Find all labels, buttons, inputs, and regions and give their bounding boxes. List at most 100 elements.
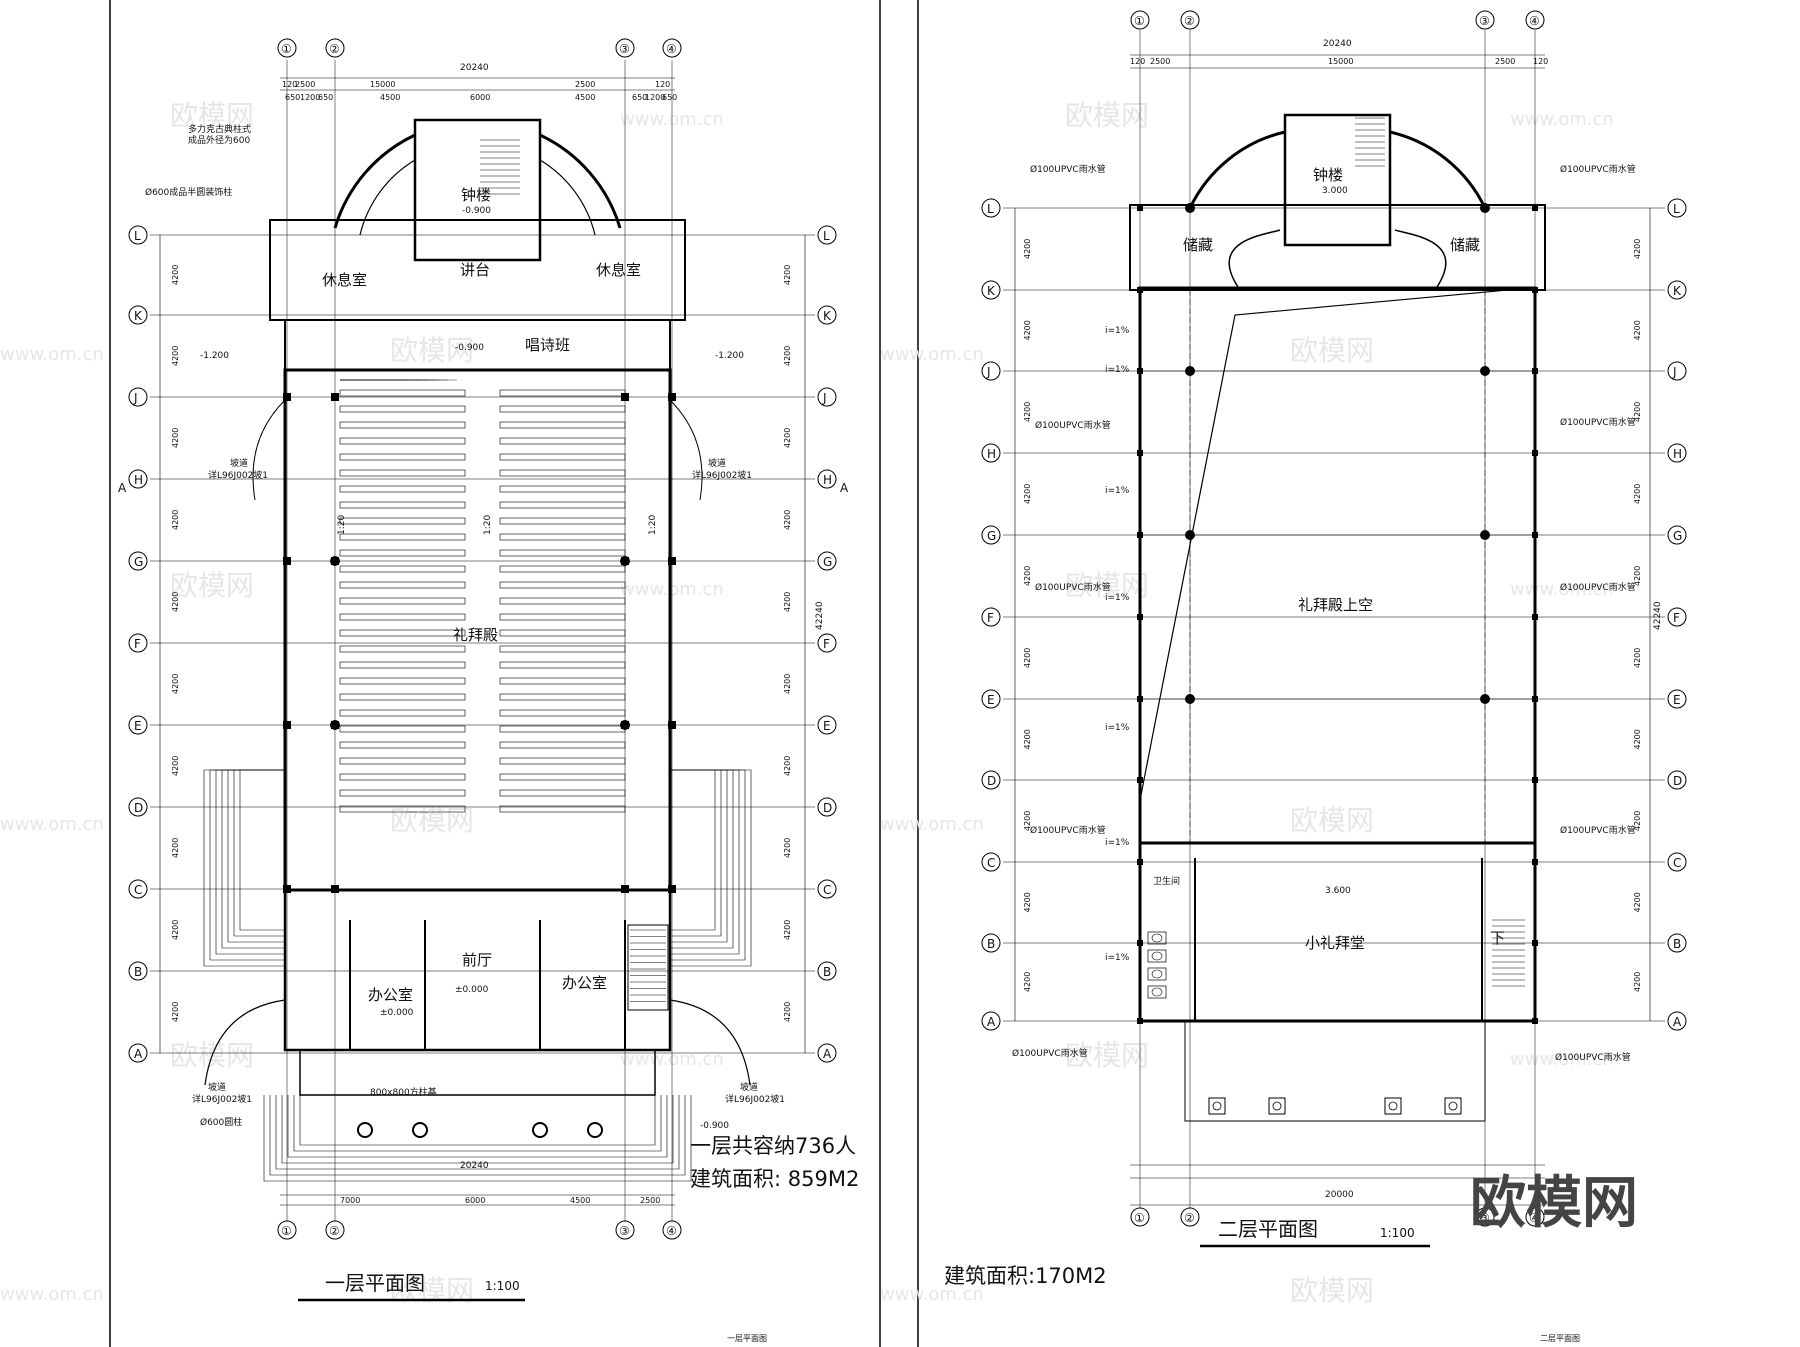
column <box>620 556 630 566</box>
column <box>1137 205 1143 211</box>
axis-label-L: L <box>823 229 830 243</box>
portico-columns <box>357 1122 603 1138</box>
axis-bubble <box>981 443 1001 463</box>
axis-bubble <box>277 1220 297 1240</box>
column <box>1480 530 1490 540</box>
rain-pipe-note: Ø100UPVC雨水管 <box>1035 581 1111 593</box>
pew <box>339 741 466 749</box>
row-dimension: 4200 <box>1023 239 1032 259</box>
rain-pipe-note: Ø100UPVC雨水管 <box>1560 416 1636 428</box>
pew <box>339 565 466 573</box>
axis-label-2: ② <box>329 42 340 56</box>
axis-bubble <box>277 38 297 58</box>
slope-note: 1:20 <box>337 515 347 535</box>
pew <box>499 453 626 461</box>
slope-note: 1:20 <box>648 515 658 535</box>
axis-bubble <box>1667 1011 1687 1031</box>
row-dimension: 4200 <box>1633 811 1642 831</box>
pew <box>499 773 626 781</box>
top-sub-dimension: 1200 <box>300 93 320 102</box>
storage-curve-right <box>1394 229 1447 291</box>
watermark-site: www.om.cn <box>880 1284 984 1305</box>
rain-pipe-note: Ø100UPVC雨水管 <box>1012 1047 1088 1059</box>
axis-label-H: H <box>134 473 143 487</box>
storage-wing <box>1129 204 1546 291</box>
axis-bubble <box>981 770 1001 790</box>
axis-label-1: ① <box>1134 1211 1145 1225</box>
axis-label-3: ③ <box>619 42 630 56</box>
ramp-step <box>670 769 716 931</box>
pew <box>339 789 466 797</box>
level-chapel: 3.600 <box>1325 886 1351 896</box>
row-dimension: 4200 <box>783 346 792 366</box>
pew <box>339 661 466 669</box>
note-ramp-right: 坡道 <box>708 457 726 469</box>
column <box>331 393 339 401</box>
room-storage-right: 储藏 <box>1450 236 1480 254</box>
row-dimension: 4200 <box>783 920 792 940</box>
column <box>330 720 340 730</box>
pew <box>499 613 626 621</box>
column <box>1532 614 1538 620</box>
pew <box>499 757 626 765</box>
row-dimension: 4200 <box>1023 566 1032 586</box>
axis-label-G: G <box>134 555 143 569</box>
pew-rows <box>339 379 626 813</box>
toilet-bowl <box>1151 933 1163 943</box>
step-edge <box>299 1095 656 1146</box>
void-grid <box>1137 203 1538 1024</box>
rain-pipe-note: Ø100UPVC雨水管 <box>1030 824 1106 836</box>
ramp-step <box>221 769 285 949</box>
toilet <box>1147 931 1167 945</box>
watermark-site: www.om.cn <box>0 814 104 835</box>
axis-bubble <box>981 607 1001 627</box>
axis-label-1: ① <box>1134 14 1145 28</box>
note-ramp-right-bottom: 坡道 <box>740 1081 758 1093</box>
column <box>1532 532 1538 538</box>
ramp-curve <box>252 399 286 501</box>
level-bell: -0.900 <box>462 206 491 216</box>
column <box>621 393 629 401</box>
brand-logo: 欧模网 <box>1470 1171 1638 1236</box>
pew <box>499 741 626 749</box>
axis-bubble <box>1667 607 1687 627</box>
watermark-brand: 欧模网 <box>1065 99 1149 132</box>
axis-bubble <box>817 633 837 653</box>
pew <box>339 421 466 429</box>
row-dimension: 4200 <box>1633 648 1642 668</box>
axis-bubble <box>1667 525 1687 545</box>
pew <box>499 469 626 477</box>
axis-label-B: B <box>1673 937 1681 951</box>
column <box>1137 368 1143 374</box>
lower-roof-outline <box>1184 1020 1486 1122</box>
row-dimension: 4200 <box>1633 320 1642 340</box>
pew <box>499 645 626 653</box>
toilet <box>1147 985 1167 999</box>
note-ramp-left-bottom: 坡道 <box>208 1081 226 1093</box>
axis-label-2: ② <box>1184 14 1195 28</box>
axis-label-1: ① <box>281 1224 292 1238</box>
pew <box>339 405 466 413</box>
level-entry: -0.900 <box>700 1121 729 1131</box>
row-dimension: 4200 <box>1023 484 1032 504</box>
axis-label-F: F <box>823 637 830 651</box>
top-sub-dimension: 4500 <box>575 93 595 102</box>
row-dimension: 4200 <box>783 265 792 285</box>
watermark-site: www.om.cn <box>0 1284 104 1305</box>
stair-down: 下 <box>1490 929 1505 947</box>
watermark-site: www.om.cn <box>880 344 984 365</box>
axis-label-A: A <box>823 1047 832 1061</box>
axis-bubble <box>1667 933 1687 953</box>
watermark-brand: 欧模网 <box>390 334 474 367</box>
pew <box>339 549 466 557</box>
bottom-total: 20000 <box>1325 1190 1354 1200</box>
row-dimension: 4200 <box>1633 402 1642 422</box>
axis-bubble <box>817 797 837 817</box>
top-dimension: 2500 <box>1495 57 1515 66</box>
axis-bubble <box>981 852 1001 872</box>
axis-bubble <box>981 361 1001 381</box>
area-note: 建筑面积:170M2 <box>944 1264 1107 1288</box>
axis-label-D: D <box>987 774 996 788</box>
axis-label-D: D <box>823 801 832 815</box>
